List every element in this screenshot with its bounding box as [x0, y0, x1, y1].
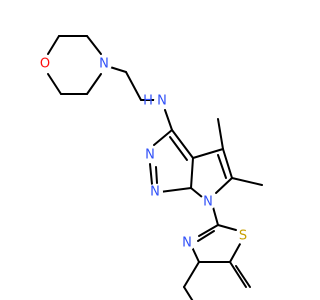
atom-N-pyr2: N	[147, 184, 163, 200]
bond	[215, 177, 233, 194]
bond	[229, 261, 247, 288]
bond	[155, 166, 158, 184]
bond	[47, 73, 62, 95]
bond	[197, 230, 215, 242]
bond	[229, 243, 241, 263]
atom-NH: N H	[143, 93, 170, 109]
bond	[190, 187, 203, 198]
bond	[125, 71, 142, 101]
bond	[183, 286, 194, 300]
atom-N-morph: N	[96, 56, 112, 72]
bond	[153, 129, 173, 146]
atom-N-btz: N	[179, 235, 195, 251]
bond	[217, 118, 224, 150]
bond	[86, 35, 102, 55]
bond	[183, 261, 200, 288]
atom-label-n: N	[157, 94, 167, 109]
bond	[159, 187, 192, 193]
bond	[191, 246, 200, 263]
atom-label-n: N	[203, 195, 213, 210]
bonds	[47, 35, 263, 300]
atom-label-n: N	[145, 148, 155, 163]
bond	[169, 136, 188, 161]
molecule-diagram: O N N H N N N N S	[37, 35, 263, 300]
bond	[171, 129, 194, 159]
atom-label-h: H	[143, 94, 153, 109]
atom-N-pyr1: N	[142, 147, 158, 163]
bond	[217, 154, 227, 179]
atom-label-s: S	[239, 229, 247, 244]
bond	[109, 66, 127, 73]
bond	[190, 157, 194, 189]
bond	[47, 35, 60, 55]
atom-label-n: N	[99, 57, 109, 72]
bond	[86, 73, 102, 95]
bond	[222, 148, 233, 179]
bond	[217, 224, 237, 231]
atom-label-n: N	[150, 185, 160, 200]
bond	[212, 206, 219, 226]
molecule-structure: O N N H N N N N S	[37, 35, 263, 300]
bond	[192, 148, 224, 159]
atom-O1: O	[37, 56, 53, 72]
bond	[164, 109, 173, 131]
atom-labels: O N N H N N N N S	[37, 56, 251, 251]
atom-label-n: N	[182, 236, 192, 251]
bond	[149, 163, 153, 185]
atom-label-o: O	[40, 57, 50, 72]
atom-S-btz: S	[235, 228, 251, 244]
bond	[198, 224, 219, 237]
bond	[231, 177, 263, 186]
bond	[235, 265, 251, 288]
atom-N-pyrrole: N	[200, 194, 216, 210]
